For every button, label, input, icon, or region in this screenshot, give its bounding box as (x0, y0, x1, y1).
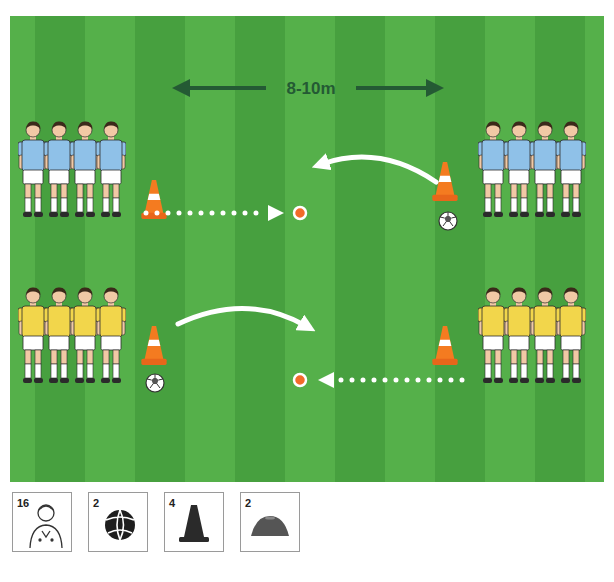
equipment-count: 4 (169, 498, 175, 509)
equipment-icons (12, 492, 300, 552)
equipment-box: 2 (88, 492, 148, 552)
equipment-count: 16 (17, 498, 29, 509)
yellow-players-left (18, 287, 126, 383)
target-dots (294, 207, 306, 386)
distance-arrow (172, 79, 444, 97)
pitch-stripes (35, 16, 585, 482)
equipment-count: 2 (245, 498, 251, 509)
blue-players-left (18, 121, 126, 217)
cones (141, 162, 457, 365)
distance-label: 8-10m (286, 80, 335, 97)
equipment-box: 4 (164, 492, 224, 552)
dribble-runs (146, 205, 462, 388)
yellow-players-right (478, 287, 586, 383)
pass-arrows (178, 157, 436, 326)
equipment-count: 2 (93, 498, 99, 509)
equipment-box: 16 (12, 492, 72, 552)
balls (146, 212, 457, 392)
distance-text: 8-10m (286, 79, 335, 98)
equipment-box: 2 (240, 492, 300, 552)
pitch (10, 16, 604, 482)
blue-players-right (478, 121, 586, 217)
